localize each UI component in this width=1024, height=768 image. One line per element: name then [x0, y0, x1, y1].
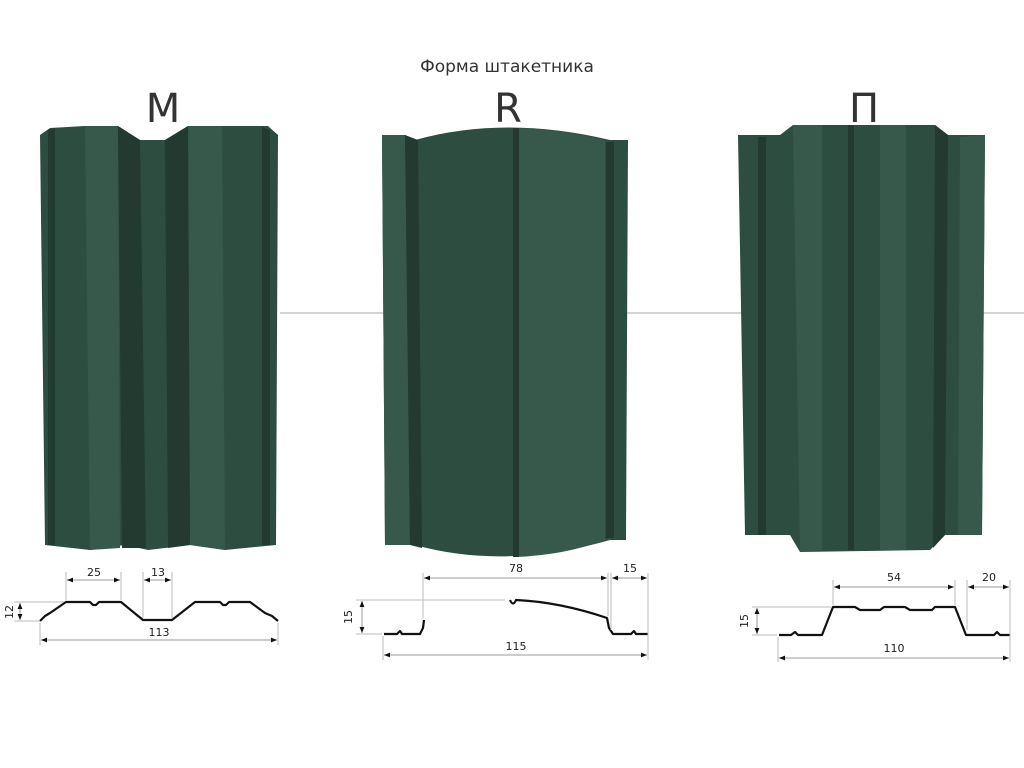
dim-r-15-width: 15 [623, 562, 637, 575]
picket-m-label: M [146, 86, 181, 132]
dim-p-15: 15 [738, 614, 751, 628]
diagram-title: Форма штакетника [420, 57, 594, 77]
dim-r-15-height: 15 [342, 610, 355, 624]
picket-m: M [40, 86, 278, 550]
picket-r-label: R [494, 86, 522, 132]
dim-m-25: 25 [87, 566, 101, 579]
dim-p-54: 54 [887, 571, 901, 584]
dim-p-20: 20 [982, 571, 996, 584]
picket-p-label: П [849, 86, 879, 132]
dim-m-12: 12 [3, 605, 16, 619]
dim-m-113: 113 [149, 626, 170, 639]
profile-r: 78 15 15 115 [342, 562, 649, 660]
picket-p: П [738, 86, 985, 552]
picket-r: R [382, 86, 628, 557]
dim-m-13: 13 [151, 566, 165, 579]
dim-r-115: 115 [506, 640, 527, 653]
profile-p: 54 20 15 110 [738, 571, 1011, 662]
dim-r-78: 78 [509, 562, 523, 575]
profile-m: 25 13 12 113 [3, 566, 279, 645]
dim-p-110: 110 [884, 642, 905, 655]
